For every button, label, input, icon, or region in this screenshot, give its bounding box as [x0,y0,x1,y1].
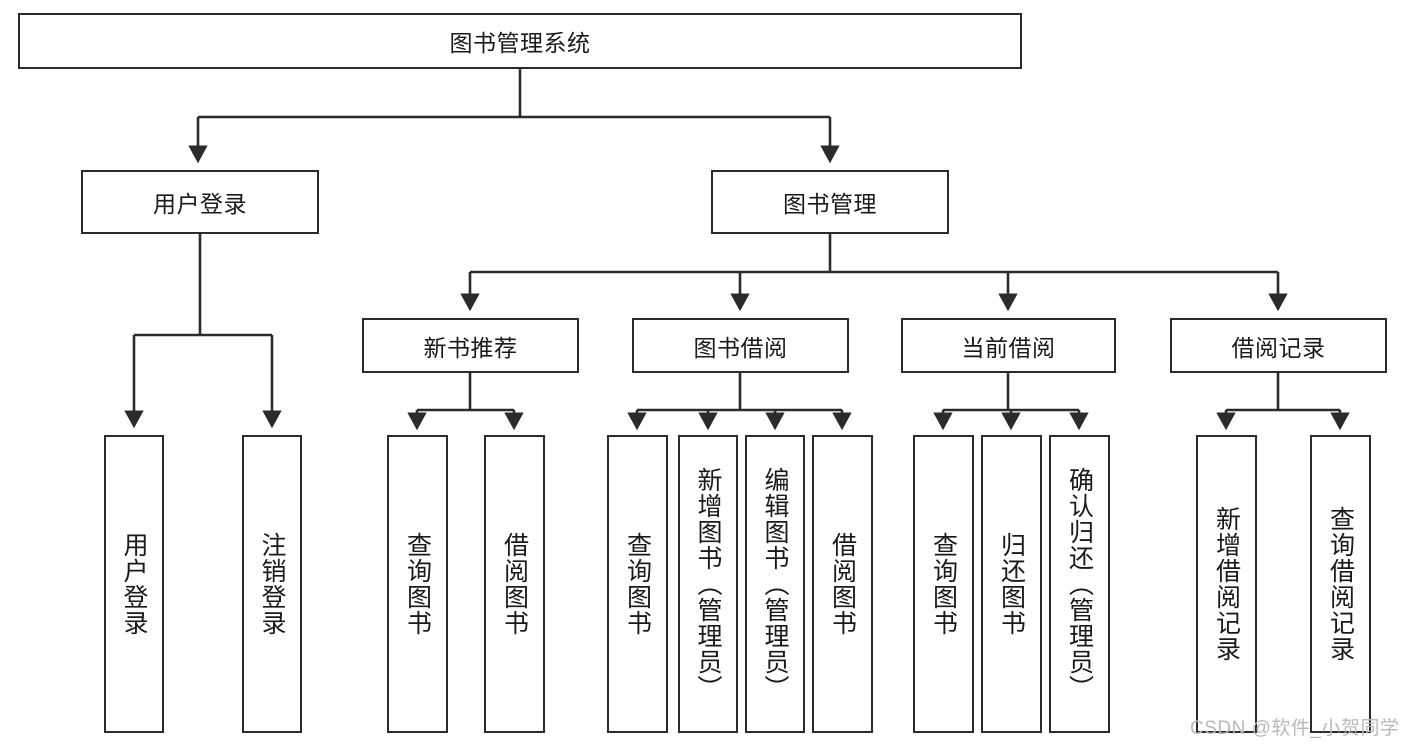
node-label: 借阅图书 [500,532,529,636]
node-leaf-add-book-admin[interactable]: 新增图书（管理员） [678,435,738,733]
node-leaf-return-book[interactable]: 归还图书 [981,435,1042,733]
node-label: 新增图书（管理员） [694,467,722,701]
node-leaf-logout[interactable]: 注销登录 [242,435,302,733]
node-label: 用户登录 [153,191,247,217]
node-leaf-user-login[interactable]: 用户登录 [104,435,164,733]
node-new-book-recommend[interactable]: 新书推荐 [362,318,579,373]
node-label: 图书借阅 [693,334,788,361]
node-leaf-confirm-return-admin[interactable]: 确认归还（管理员） [1049,435,1110,733]
node-label: 用户登录 [120,532,148,636]
node-label: 查询图书 [929,532,958,636]
node-label: 归还图书 [997,532,1026,636]
node-leaf-add-borrow-record[interactable]: 新增借阅记录 [1196,435,1257,733]
node-borrow-record[interactable]: 借阅记录 [1170,318,1387,373]
node-leaf-query-book-2[interactable]: 查询图书 [607,435,668,733]
node-leaf-query-book-3[interactable]: 查询图书 [913,435,974,733]
node-book-borrow[interactable]: 图书借阅 [632,318,849,373]
node-label: 查询图书 [403,532,432,636]
node-label: 借阅记录 [1231,334,1326,361]
node-leaf-query-book-1[interactable]: 查询图书 [387,435,448,733]
node-user-login[interactable]: 用户登录 [81,170,319,234]
node-book-manage[interactable]: 图书管理 [711,170,949,234]
node-label: 新增借阅记录 [1212,506,1241,662]
node-current-borrow[interactable]: 当前借阅 [901,318,1116,373]
node-label: 注销登录 [258,532,286,636]
node-label: 新书推荐 [423,334,518,361]
node-leaf-borrow-book-2[interactable]: 借阅图书 [812,435,873,733]
node-label: 确认归还（管理员） [1065,467,1094,701]
node-label: 查询图书 [623,532,652,636]
node-leaf-borrow-book-1[interactable]: 借阅图书 [484,435,545,733]
node-root-book-management-system[interactable]: 图书管理系统 [18,13,1022,69]
node-label: 当前借阅 [961,334,1056,361]
node-label: 编辑图书（管理员） [761,467,789,701]
node-label: 查询借阅记录 [1326,506,1355,662]
node-label: 图书管理 [783,191,877,217]
node-leaf-query-borrow-record[interactable]: 查询借阅记录 [1310,435,1371,733]
node-label: 图书管理系统 [449,30,591,56]
node-leaf-edit-book-admin[interactable]: 编辑图书（管理员） [745,435,805,733]
node-label: 借阅图书 [828,532,857,636]
